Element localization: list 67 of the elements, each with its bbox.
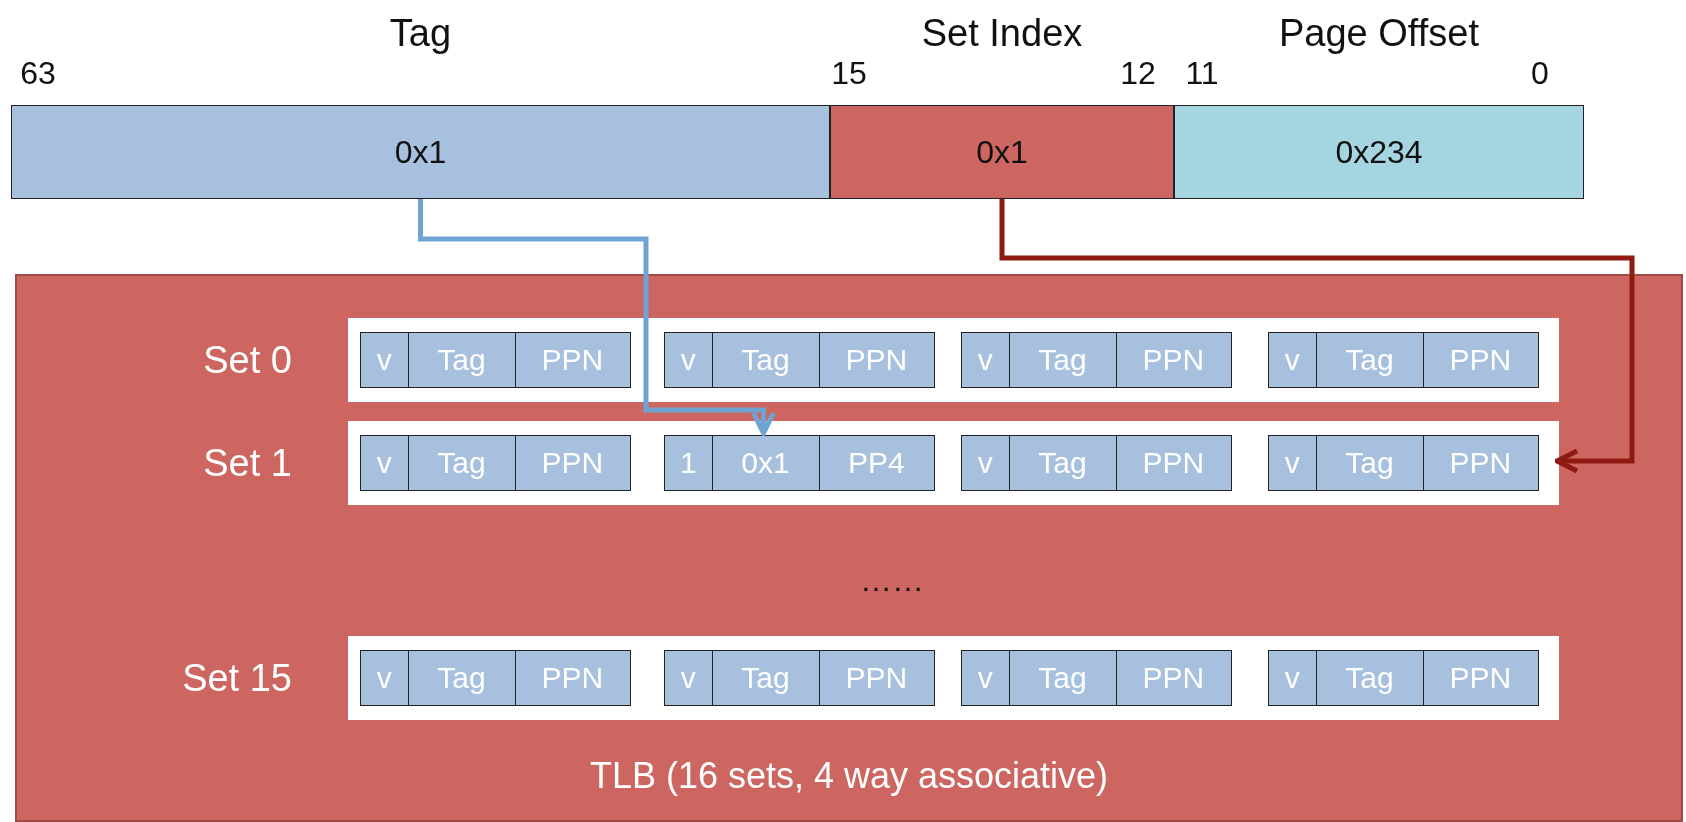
entry-field: v	[361, 333, 408, 387]
entry-field: PPN	[818, 333, 933, 387]
entry-field: Tag	[407, 651, 515, 705]
tlb-entry	[961, 435, 1232, 491]
tlb-entry	[664, 332, 935, 388]
entry-field: v	[962, 651, 1009, 705]
entry-field: Tag	[711, 651, 819, 705]
entry-field: Tag	[407, 436, 515, 490]
field-heading: Set Index	[921, 11, 1083, 55]
bit-number: 0	[1531, 54, 1549, 92]
entry-field: PPN	[1115, 651, 1230, 705]
tlb-entry	[961, 650, 1232, 706]
entry-field: PPN	[514, 333, 629, 387]
bit-number: 11	[1185, 54, 1219, 92]
field-heading: Tag	[389, 11, 452, 55]
tlb-entry	[1268, 650, 1539, 706]
bit-number: 12	[1120, 54, 1156, 92]
entry-field: v	[1269, 333, 1316, 387]
entry-field: Tag	[1315, 333, 1423, 387]
entry-field: Tag	[407, 333, 515, 387]
entry-field: PPN	[514, 436, 629, 490]
tlb-panel	[15, 274, 1683, 822]
arrow	[418, 199, 776, 436]
entry-field: PPN	[1422, 436, 1537, 490]
tlb-entry	[664, 650, 935, 706]
entry-field: PP4	[818, 436, 933, 490]
tlb-entry	[360, 332, 631, 388]
entry-field: PPN	[1115, 333, 1230, 387]
bit-number: 15	[831, 54, 867, 92]
panel-caption: TLB (16 sets, 4 way associative)	[589, 755, 1109, 797]
entry-field: Tag	[1315, 436, 1423, 490]
entry-field: 1	[665, 436, 712, 490]
entry-field: PPN	[818, 651, 933, 705]
entry-field: PPN	[1422, 333, 1537, 387]
ellipsis-mark: ……	[860, 561, 924, 599]
tlb-entry	[664, 435, 935, 491]
bit-number: 63	[20, 54, 56, 92]
entry-field: 0x1	[711, 436, 819, 490]
entry-field: PPN	[514, 651, 629, 705]
entry-field: Tag	[1008, 651, 1116, 705]
entry-field: v	[1269, 436, 1316, 490]
tlb-entry	[1268, 332, 1539, 388]
field-value: 0x1	[976, 133, 1028, 171]
entry-field: v	[962, 436, 1009, 490]
set-label: Set 15	[182, 656, 292, 700]
set-label: Set 1	[203, 441, 292, 485]
entry-field: v	[361, 651, 408, 705]
arrow	[999, 199, 1635, 474]
tlb-entry	[360, 650, 631, 706]
field-value: 0x234	[1335, 133, 1423, 171]
entry-field: v	[665, 333, 712, 387]
set-label: Set 0	[203, 338, 292, 382]
tlb-entry	[360, 435, 631, 491]
entry-field: PPN	[1422, 651, 1537, 705]
entry-field: v	[1269, 651, 1316, 705]
field-heading: Page Offset	[1279, 11, 1479, 55]
entry-field: Tag	[711, 333, 819, 387]
entry-field: v	[962, 333, 1009, 387]
tlb-entry	[961, 332, 1232, 388]
entry-field: v	[665, 651, 712, 705]
entry-field: Tag	[1315, 651, 1423, 705]
tlb-entry	[1268, 435, 1539, 491]
field-value: 0x1	[394, 133, 447, 171]
entry-field: v	[361, 436, 408, 490]
entry-field: Tag	[1008, 333, 1116, 387]
entry-field: PPN	[1115, 436, 1230, 490]
entry-field: Tag	[1008, 436, 1116, 490]
